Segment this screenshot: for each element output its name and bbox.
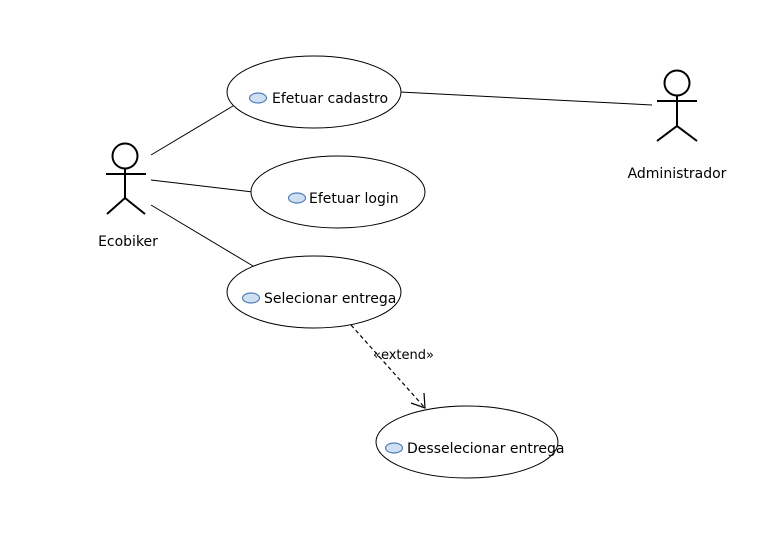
use-case-efetuar-login[interactable]: Efetuar login: [250, 155, 426, 229]
extend-dependency: [350, 324, 426, 409]
use-case-desselecionar-entrega[interactable]: Desselecionar entrega: [375, 405, 564, 479]
use-case-icon: [248, 92, 268, 104]
actor-name-ecobiker: Ecobiker: [98, 234, 158, 250]
actor-administrador[interactable]: Administrador: [628, 69, 727, 183]
association-ecobiker-efetuar-login: [150, 179, 254, 193]
use-case-efetuar-cadastro[interactable]: Efetuar cadastro: [226, 55, 402, 129]
association-ecobiker-efetuar-cadastro: [150, 105, 234, 156]
use-case-icon: [241, 292, 261, 304]
use-case-label: Desselecionar entrega: [407, 441, 564, 457]
use-case-icon: [287, 192, 307, 204]
use-case-selecionar-entrega[interactable]: Selecionar entrega: [226, 255, 402, 329]
use-case-icon: [384, 442, 404, 454]
actor-name-administrador: Administrador: [628, 166, 727, 182]
actor-ecobiker[interactable]: Ecobiker: [98, 142, 158, 251]
use-case-label: Efetuar cadastro: [272, 91, 388, 107]
stick-figure-icon: [656, 69, 698, 142]
association-ecobiker-selecionar-entrega: [150, 204, 254, 267]
stick-figure-icon: [106, 142, 146, 215]
use-case-label: Efetuar login: [309, 191, 399, 207]
use-case-label: Selecionar entrega: [264, 291, 396, 307]
association-administrador-efetuar-cadastro: [399, 91, 653, 106]
extend-stereotype-label: «extend»: [373, 348, 434, 363]
